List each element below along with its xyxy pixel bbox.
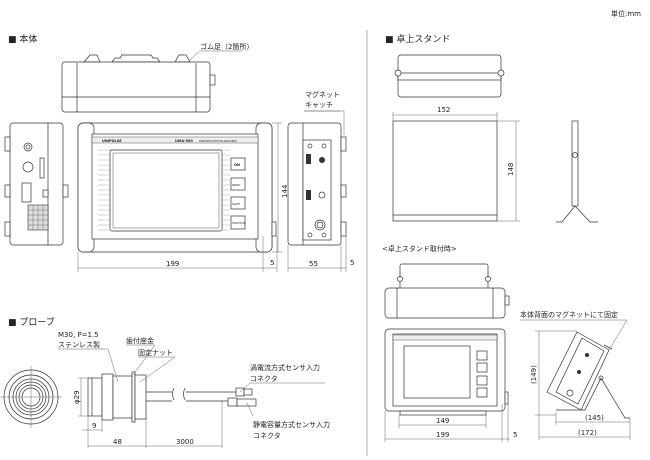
mounted-dim-base: (145) xyxy=(585,414,604,422)
dim-depth-protrusion: 5 xyxy=(350,259,354,267)
body-front-view xyxy=(77,122,277,253)
stand-mounted-side-view xyxy=(546,331,630,419)
cap-connector-label-2: コネクタ xyxy=(253,431,281,440)
button-zero: ZERO xyxy=(230,177,246,191)
dim-width: 199 xyxy=(166,260,179,268)
thread-spec-label: M30, P=1.5 xyxy=(58,331,99,339)
leader-line xyxy=(189,50,242,61)
body-right-side-view xyxy=(287,122,347,246)
leader-line xyxy=(246,402,254,417)
mounted-dim-height: (149) xyxy=(530,365,538,384)
leader-line xyxy=(138,356,176,383)
cap-connector-label-1: 静電容量方式センサ入力 xyxy=(253,420,330,429)
button-on: ON xyxy=(230,157,246,171)
svg-text:SAVE: SAVE xyxy=(232,202,240,206)
eddy-connector-label-1: 渦電流方式センサ入力 xyxy=(250,363,320,372)
button-save: SAVE xyxy=(230,196,246,210)
mounted-dim-body-width: 199 xyxy=(436,431,449,439)
mounted-dim-protrusion: 5 xyxy=(513,431,517,439)
leader-line xyxy=(304,110,345,135)
rubber-feet-label: ゴム足（2箇所） xyxy=(200,42,253,51)
model-label: UMA-500 xyxy=(175,139,193,143)
model-description: PORTABLE MOTION ANALYZER xyxy=(199,139,237,143)
magnet-note-label: 本体背面のマグネットにて固定 xyxy=(520,310,618,319)
button-start-stop: START/STOP xyxy=(230,215,246,230)
stand-front-view xyxy=(392,120,498,222)
probe-front-view xyxy=(0,366,62,428)
dim-protrusion: 5 xyxy=(270,259,274,267)
mounted-dim-stand-width: 149 xyxy=(436,417,449,425)
mounted-dim-depth: (172) xyxy=(578,429,597,437)
stand-dim-width: 152 xyxy=(437,106,450,114)
dim-depth: 55 xyxy=(309,260,318,268)
stand-dim-height: 148 xyxy=(507,163,515,176)
leader-line xyxy=(58,348,119,383)
probe-dimension-lines xyxy=(78,377,223,448)
stand-mounted-dimension-lines xyxy=(384,404,510,442)
washer-label: 歯付座金 xyxy=(126,336,154,345)
section-title-stand: ■ 卓上スタンド xyxy=(385,33,450,45)
unit-label: 単位:mm xyxy=(611,9,641,18)
stand-mounted-top-view xyxy=(384,263,510,319)
leader-line xyxy=(520,319,628,351)
svg-text:ON: ON xyxy=(234,163,240,167)
body-left-side-view xyxy=(4,122,69,246)
magnet-catch-label-2: キャッチ xyxy=(305,101,333,109)
body-top-view xyxy=(61,54,216,113)
dim-height: 144 xyxy=(281,184,289,198)
leader-line xyxy=(126,344,156,376)
probe-dim-cable: 3000 xyxy=(176,438,194,446)
side-dimension-lines xyxy=(535,330,631,440)
brand-logo: UNIPULSE xyxy=(102,139,122,143)
section-title-body: ■ 本体 xyxy=(8,33,37,45)
body-dimension-lines xyxy=(77,122,347,272)
probe-dim-diameter: φ29 xyxy=(73,390,81,404)
magnet-catch-label-1: マグネット xyxy=(305,90,340,99)
section-title-probe: ■ プローブ xyxy=(8,316,55,328)
probe-dim-tip: 9 xyxy=(92,422,96,430)
svg-text:START/STOP: START/STOP xyxy=(232,222,246,225)
svg-text:ZERO: ZERO xyxy=(232,183,241,187)
eddy-connector-label-2: コネクタ xyxy=(250,374,278,383)
stand-mounted-title: <卓上スタンド取付時> xyxy=(382,244,457,253)
stand-side-view xyxy=(556,120,598,223)
stand-top-view xyxy=(394,54,505,98)
nut-label: 固定ナット xyxy=(138,348,173,357)
leader-line xyxy=(239,382,325,393)
stand-dimension-lines xyxy=(392,112,520,222)
probe-dim-length: 48 xyxy=(113,438,122,446)
probe-side-view xyxy=(87,371,257,423)
material-label: ステンレス製 xyxy=(58,340,100,349)
stand-mounted-front-view xyxy=(384,328,509,416)
